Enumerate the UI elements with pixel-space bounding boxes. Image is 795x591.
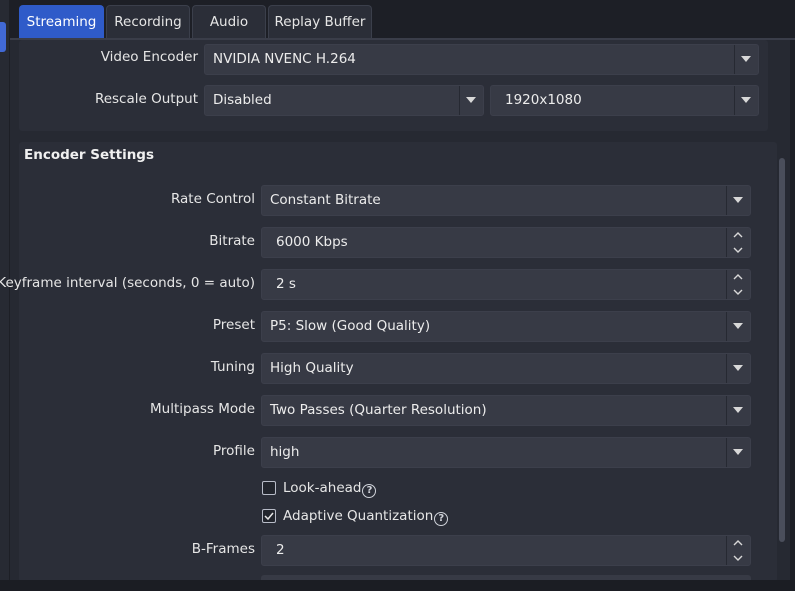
rate-control-select[interactable]: Constant Bitrate xyxy=(261,185,751,216)
tab-streaming[interactable]: Streaming xyxy=(19,5,104,38)
rate-control-label: Rate Control xyxy=(170,191,255,207)
profile-label: Profile xyxy=(213,443,255,459)
chevron-down-icon xyxy=(726,354,750,383)
checkmark-icon xyxy=(264,512,274,521)
rescale-resolution-value: 1920x1080 xyxy=(505,92,582,108)
b-frames-spinbox[interactable]: 2 xyxy=(261,535,751,566)
bitrate-label: Bitrate xyxy=(209,233,255,249)
profile-select[interactable]: high xyxy=(261,437,751,468)
video-encoder-select[interactable]: NVIDIA NVENC H.264 xyxy=(204,44,759,75)
look-ahead-label: Look-ahead xyxy=(283,480,362,496)
keyframe-interval-label: Keyframe interval (seconds, 0 = auto) xyxy=(0,275,255,291)
adaptive-quantization-label: Adaptive Quantization xyxy=(283,508,434,524)
chevron-down-icon xyxy=(733,555,743,561)
chevron-down-icon xyxy=(733,247,743,253)
chevron-down-icon xyxy=(726,186,750,215)
adaptive-quantization-checkbox[interactable]: Adaptive Quantization? xyxy=(262,508,449,526)
rescale-output-value: Disabled xyxy=(213,92,272,108)
chevron-down-icon xyxy=(726,312,750,341)
chevron-up-icon xyxy=(733,540,743,546)
spin-buttons[interactable] xyxy=(726,270,750,299)
chevron-down-icon xyxy=(733,289,743,295)
b-frames-value: 2 xyxy=(276,542,285,558)
chevron-down-icon xyxy=(459,86,483,115)
look-ahead-checkbox[interactable]: Look-ahead? xyxy=(262,480,382,498)
tab-bar-divider xyxy=(10,38,795,40)
bitrate-spinbox[interactable]: 6000 Kbps xyxy=(261,227,751,258)
chevron-down-icon xyxy=(726,438,750,467)
left-sidebar-strip xyxy=(0,0,9,591)
preset-select[interactable]: P5: Slow (Good Quality) xyxy=(261,311,751,342)
spin-buttons[interactable] xyxy=(726,228,750,257)
multipass-mode-label: Multipass Mode xyxy=(150,401,255,417)
help-icon[interactable]: ? xyxy=(362,484,377,498)
tab-audio[interactable]: Audio xyxy=(192,5,266,38)
tab-replay-buffer[interactable]: Replay Buffer xyxy=(268,5,372,38)
chevron-up-icon xyxy=(733,274,743,280)
checkbox-unchecked[interactable] xyxy=(262,481,276,495)
rescale-output-select[interactable]: Disabled xyxy=(204,85,484,116)
help-icon[interactable]: ? xyxy=(434,512,449,526)
bitrate-value: 6000 Kbps xyxy=(276,234,348,250)
tab-recording[interactable]: Recording xyxy=(106,5,190,38)
scrollbar-thumb[interactable] xyxy=(779,158,785,542)
keyframe-interval-spinbox[interactable]: 2 s xyxy=(261,269,751,300)
tuning-label: Tuning xyxy=(210,359,255,375)
keyframe-interval-value: 2 s xyxy=(276,276,296,292)
video-encoder-label: Video Encoder xyxy=(100,49,198,65)
multipass-mode-select[interactable]: Two Passes (Quarter Resolution) xyxy=(261,395,751,426)
rate-control-value: Constant Bitrate xyxy=(270,192,381,208)
chevron-down-icon xyxy=(734,45,758,74)
chevron-down-icon xyxy=(726,396,750,425)
multipass-mode-value: Two Passes (Quarter Resolution) xyxy=(270,402,487,418)
chevron-up-icon xyxy=(733,232,743,238)
rescale-output-label: Rescale Output xyxy=(94,91,198,107)
spin-buttons[interactable] xyxy=(726,536,750,565)
video-encoder-value: NVIDIA NVENC H.264 xyxy=(213,51,356,67)
checkbox-checked[interactable] xyxy=(262,509,276,523)
sidebar-selection-indicator xyxy=(0,22,6,52)
b-frames-label: B-Frames xyxy=(191,541,255,557)
rescale-resolution-select[interactable]: 1920x1080 xyxy=(490,85,759,116)
chevron-down-icon xyxy=(734,86,758,115)
tuning-select[interactable]: High Quality xyxy=(261,353,751,384)
encoder-settings-heading: Encoder Settings xyxy=(24,147,155,163)
preset-value: P5: Slow (Good Quality) xyxy=(270,318,431,334)
bottom-bar xyxy=(0,580,795,591)
preset-label: Preset xyxy=(212,317,255,333)
next-field-partial[interactable] xyxy=(261,575,751,583)
profile-value: high xyxy=(270,444,300,460)
tuning-value: High Quality xyxy=(270,360,354,376)
